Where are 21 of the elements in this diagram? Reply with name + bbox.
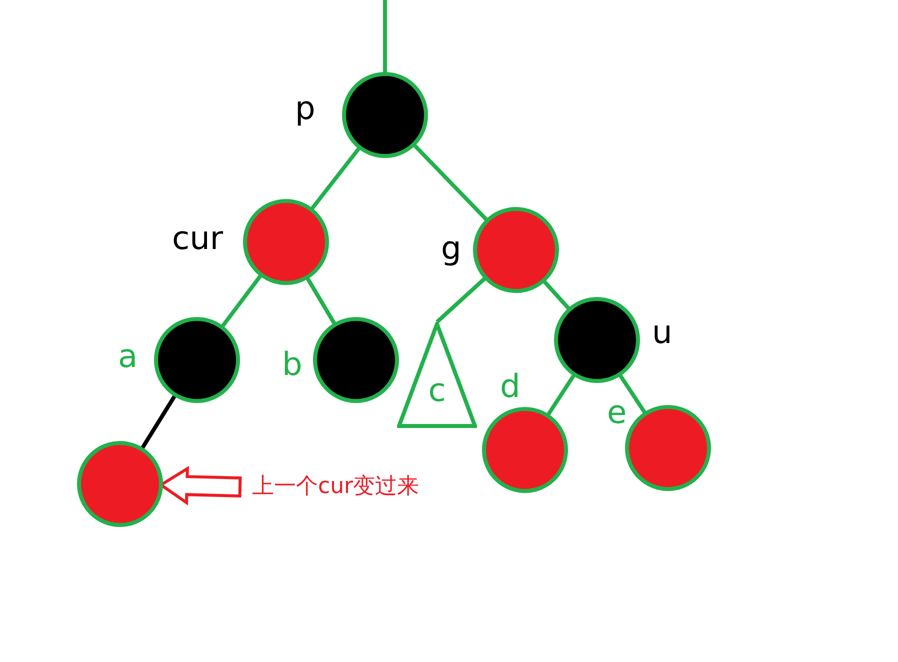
node-label: u — [652, 314, 672, 350]
tree-edge — [542, 279, 572, 311]
node-label: cur — [172, 220, 224, 256]
node-label: a — [118, 338, 138, 374]
tree-edge — [220, 274, 263, 328]
node-label: c — [427, 372, 447, 408]
tree-edge — [618, 373, 648, 415]
node-label: d — [500, 368, 520, 404]
tree-edge — [546, 373, 576, 417]
note-text: 上一个cur变过来 — [252, 472, 420, 502]
tree-edge — [310, 146, 362, 211]
tree-edge — [140, 394, 178, 450]
tree-edge — [305, 276, 337, 326]
node-label: g — [441, 230, 462, 266]
tree-edge — [412, 143, 489, 222]
triangle-node — [397, 322, 477, 428]
node-label: e — [607, 394, 627, 430]
node-label: b — [282, 346, 302, 382]
tree-edge — [383, 0, 387, 74]
node-label: p — [295, 90, 316, 126]
tree-edge — [436, 276, 488, 324]
